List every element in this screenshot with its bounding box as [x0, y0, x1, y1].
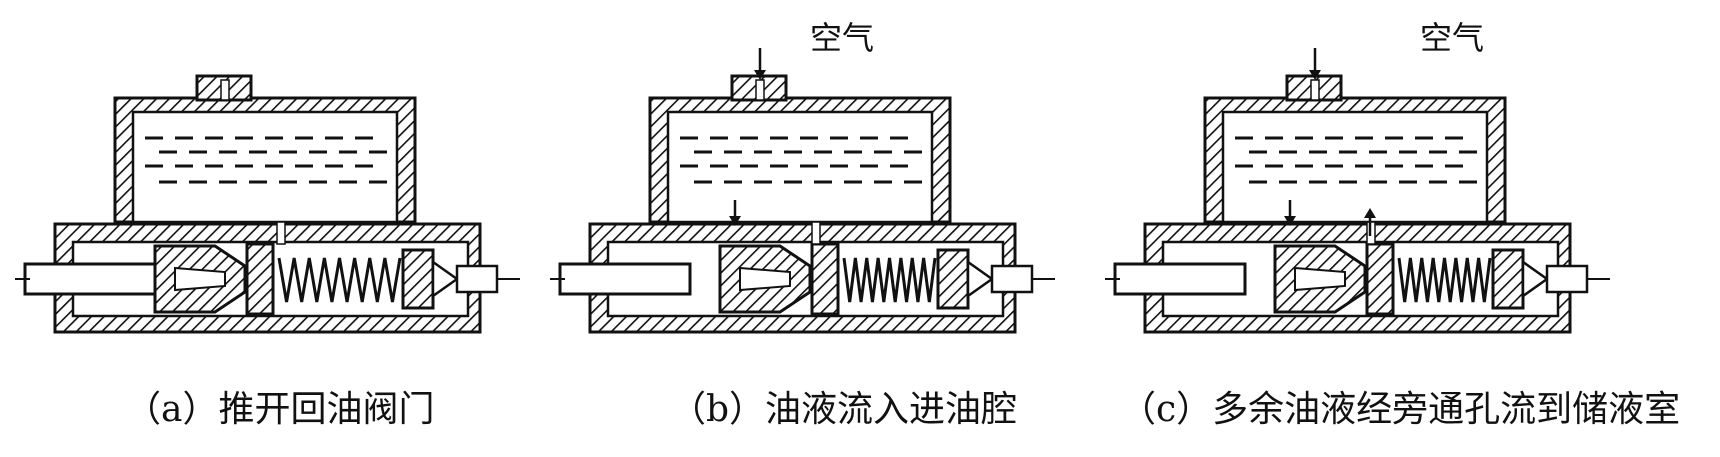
bypass-arrow-head [1364, 208, 1376, 218]
compensation-port [276, 221, 286, 245]
caption-b: （b）油液流入进油腔 [670, 389, 1018, 430]
return-spring [1397, 257, 1492, 303]
return-spring [277, 257, 402, 303]
push-rod [23, 262, 157, 296]
flow-arrow-head [729, 216, 741, 226]
flow-arrow-head [1284, 216, 1296, 226]
panel-c [1105, 48, 1610, 334]
caption-a: （a）推开回油阀门 [125, 389, 435, 430]
valve-cone [1521, 259, 1550, 299]
cap-vent [1310, 79, 1320, 101]
air-label-b: 空气 [810, 19, 875, 57]
air-label-c: 空气 [1420, 19, 1485, 57]
air-arrow-head [1309, 70, 1321, 80]
cap-vent [755, 79, 765, 101]
piston-seal [245, 242, 275, 316]
valve-cone [966, 259, 995, 299]
piston-bore [174, 266, 226, 292]
compensation-port [811, 221, 821, 245]
outlet-port [455, 264, 499, 294]
piston-bore [1294, 266, 1346, 292]
panel-b [550, 48, 1055, 334]
piston-seal [1365, 242, 1395, 316]
push-rod [558, 262, 692, 296]
return-spring [842, 257, 937, 303]
outlet-port [1545, 264, 1589, 294]
check-valve [1491, 248, 1525, 310]
piston-bore [739, 266, 791, 292]
push-rod [1113, 262, 1247, 296]
piston-seal [810, 242, 840, 316]
valve-cone [431, 259, 460, 299]
air-arrow-head [754, 70, 766, 80]
check-valve [401, 248, 435, 310]
caption-c: （c）多余油液经旁通孔流到储液室 [1120, 389, 1681, 430]
cap-vent [220, 79, 230, 101]
outlet-port [990, 264, 1034, 294]
check-valve [936, 248, 970, 310]
panel-a [15, 74, 520, 334]
